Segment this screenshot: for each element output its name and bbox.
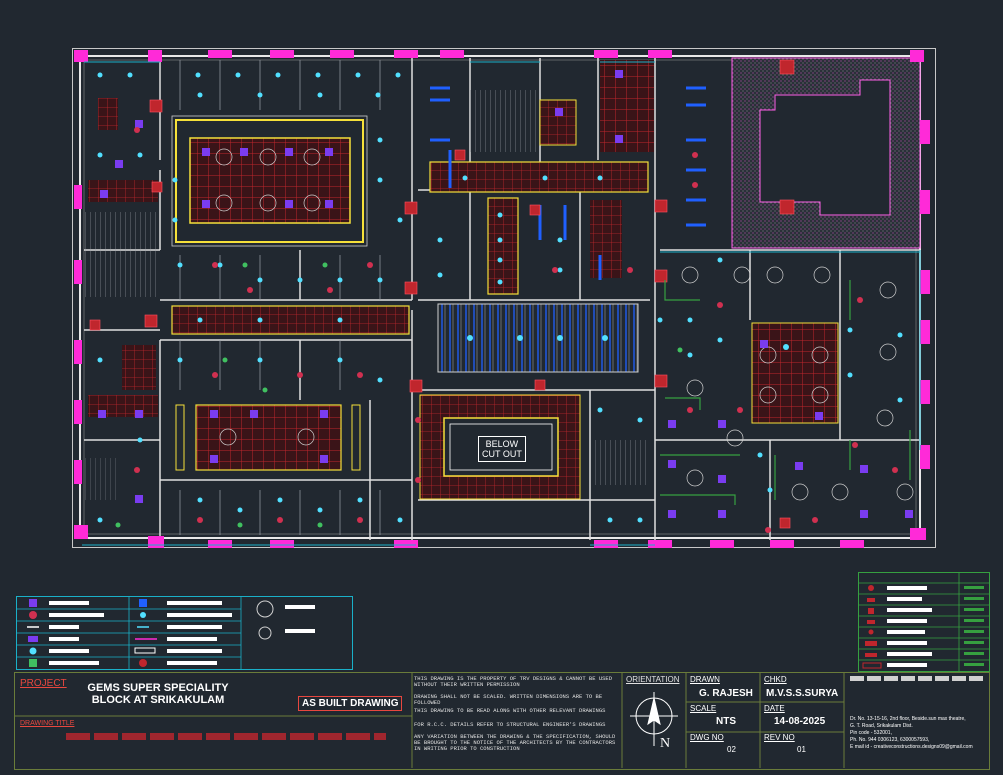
chkd-label: CHKD	[764, 675, 787, 684]
drawing-title-label: DRAWING TITLE	[20, 720, 75, 727]
company-address: Dr. No. 13-15-16, 2nd floor, Beside.sun …	[850, 716, 984, 751]
orientation-label: ORIENTATION	[626, 675, 680, 684]
address-line-5: E mail id - creativeconstructions.design…	[850, 744, 973, 750]
note-3: THIS DRAWING TO BE READ ALONG WITH OTHER…	[414, 707, 606, 714]
drawing-title-value	[66, 733, 386, 740]
drawn-label: DRAWN	[690, 675, 720, 684]
project-name: GEMS SUPER SPECIALITY BLOCK AT SRIKAKULA…	[78, 682, 238, 706]
project-name-line1: GEMS SUPER SPECIALITY	[87, 682, 229, 694]
address-line-1: Dr. No. 13-15-16, 2nd floor, Beside.sun …	[850, 716, 966, 722]
date-value: 14-08-2025	[774, 716, 826, 727]
drawing-frame	[72, 48, 936, 548]
note-5: ANY VARIATION BETWEEN THE DRAWING & THE …	[414, 733, 616, 752]
floor-plan	[74, 50, 930, 548]
north-label: N	[660, 736, 671, 751]
below-cut-out-label: BELOW CUT OUT	[478, 436, 526, 462]
project-name-line2: BLOCK AT SRIKAKULAM	[91, 694, 225, 706]
scale-value: NTS	[716, 716, 736, 727]
notes-list: THIS DRAWING IS THE PROPERTY OF TRV DESI…	[414, 676, 622, 758]
project-label: PROJECT	[20, 678, 67, 689]
rev-no-value: 01	[797, 745, 806, 754]
address-line-2: G. T. Road, Srikakulam Dist.	[850, 723, 913, 729]
note-2: DRAWING SHALL NOT BE SCALED. WRITTEN DIM…	[414, 693, 603, 706]
chkd-value: M.V.S.S.SURYA	[766, 688, 839, 699]
company-header	[850, 676, 984, 681]
date-label: DATE	[764, 704, 785, 713]
below-label-line2: CUT OUT	[482, 449, 522, 459]
dwg-no-value: 02	[727, 745, 736, 754]
note-4: FOR R.C.C. DETAILS REFER TO STRUCTURAL E…	[414, 721, 606, 728]
address-line-4: Ph. No. 944 0306123, 6300057593,	[850, 737, 930, 743]
note-1: THIS DRAWING IS THE PROPERTY OF TRV DESI…	[414, 675, 613, 688]
legend-symbols-left	[17, 597, 315, 669]
legend-table-left	[16, 596, 353, 670]
scale-label: SCALE	[690, 704, 717, 713]
below-label-line1: BELOW	[485, 439, 519, 449]
address-line-3: Pin code - 532001,	[850, 730, 892, 736]
title-block-grid	[14, 672, 845, 768]
legend-symbols-right	[859, 573, 989, 671]
drawn-value: G. RAJESH	[699, 688, 753, 699]
dwg-no-label: DWG NO	[690, 733, 724, 742]
title-block	[14, 672, 990, 770]
legend-table-right	[858, 572, 990, 672]
as-built-badge: AS BUILT DRAWING	[298, 696, 403, 711]
rev-no-label: REV NO	[764, 733, 795, 742]
